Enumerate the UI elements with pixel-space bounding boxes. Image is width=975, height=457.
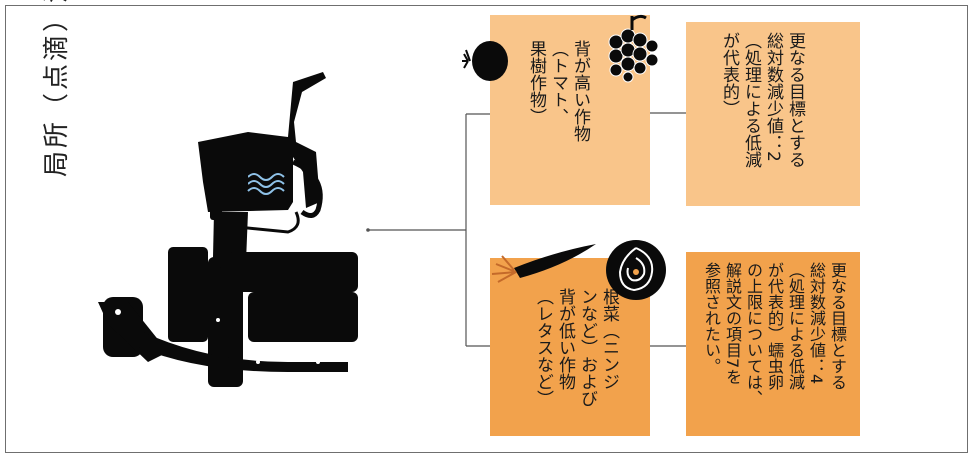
connector-bottom-right bbox=[650, 345, 690, 347]
diagram-title: 局所（点滴）灌漑 bbox=[42, 0, 72, 178]
target-tall-crops-box bbox=[686, 22, 860, 206]
drip-irrigation-illustration bbox=[98, 72, 358, 387]
target-tall-crops-label: 更なる目標とする 総対数減少値：2 （処理による低減 が代表的） bbox=[719, 32, 805, 168]
lettuce-icon bbox=[606, 240, 666, 300]
carrot-icon bbox=[491, 244, 596, 283]
root-crops-label: 根菜（ニンジ ンなど）および 背が低い作物 （レタスなど） bbox=[533, 288, 619, 407]
grapes-icon bbox=[608, 14, 659, 83]
water-stream bbox=[247, 173, 285, 195]
branch-connector bbox=[366, 113, 490, 347]
connector-top-right bbox=[650, 112, 690, 114]
tomato-icon bbox=[462, 41, 508, 81]
target-root-crops-label: 更なる目標とする 総対数減少値：4 （処理による低減 が代表的）蠕虫卵 の上限に… bbox=[702, 262, 847, 406]
drip-pipe-icon bbox=[98, 172, 358, 387]
diagram-frame bbox=[5, 5, 968, 453]
target-root-crops-box bbox=[686, 252, 860, 436]
tall-crops-label: 背が高い作物 （トマト、 果樹作物） bbox=[526, 40, 590, 142]
